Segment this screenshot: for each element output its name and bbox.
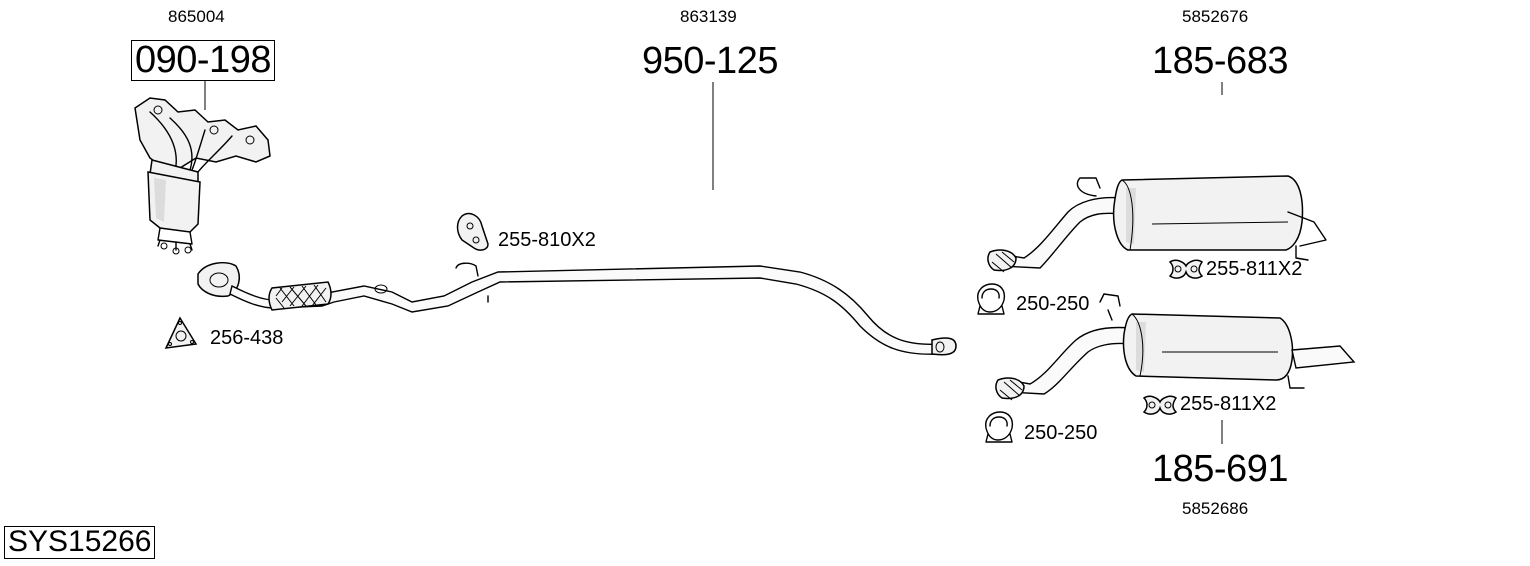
oe-number-5852686: 5852686: [1182, 499, 1249, 518]
oe-number-5852676: 5852676: [1182, 7, 1249, 26]
rear-silencer-lower-drawing: [995, 293, 1356, 401]
flange-gasket-icon: [164, 316, 198, 349]
accessory-label-250-250-upper[interactable]: 250-250: [1016, 293, 1090, 315]
rubber-mount-icon-lower: [1142, 395, 1178, 415]
manifold-catalyst-drawing: [134, 97, 271, 255]
oe-number-863139: 863139: [680, 7, 737, 26]
accessory-label-256-438[interactable]: 256-438: [210, 327, 284, 349]
accessory-label-255-811x2-upper[interactable]: 255-811X2: [1206, 258, 1303, 280]
part-number-950-125[interactable]: 950-125: [642, 40, 778, 82]
accessory-label-255-810x2[interactable]: 255-810X2: [498, 229, 596, 251]
part-number-090-198[interactable]: 090-198: [131, 40, 275, 81]
front-pipe-drawing: [197, 261, 957, 356]
rubber-mount-icon-upper: [1168, 259, 1204, 279]
rear-silencer-upper-drawing: [987, 175, 1327, 273]
system-code: SYS15266: [4, 526, 156, 559]
accessory-label-255-811x2-lower[interactable]: 255-811X2: [1180, 393, 1277, 415]
rubber-hanger-icon: [456, 212, 489, 251]
pipe-clamp-icon-upper: [977, 283, 1006, 315]
oe-number-865004: 865004: [168, 7, 225, 26]
accessory-label-250-250-lower[interactable]: 250-250: [1024, 422, 1098, 444]
leader-lines: [204, 80, 1223, 444]
part-number-185-691[interactable]: 185-691: [1152, 448, 1288, 490]
pipe-clamp-icon-lower: [985, 411, 1014, 443]
part-number-185-683[interactable]: 185-683: [1152, 40, 1288, 82]
